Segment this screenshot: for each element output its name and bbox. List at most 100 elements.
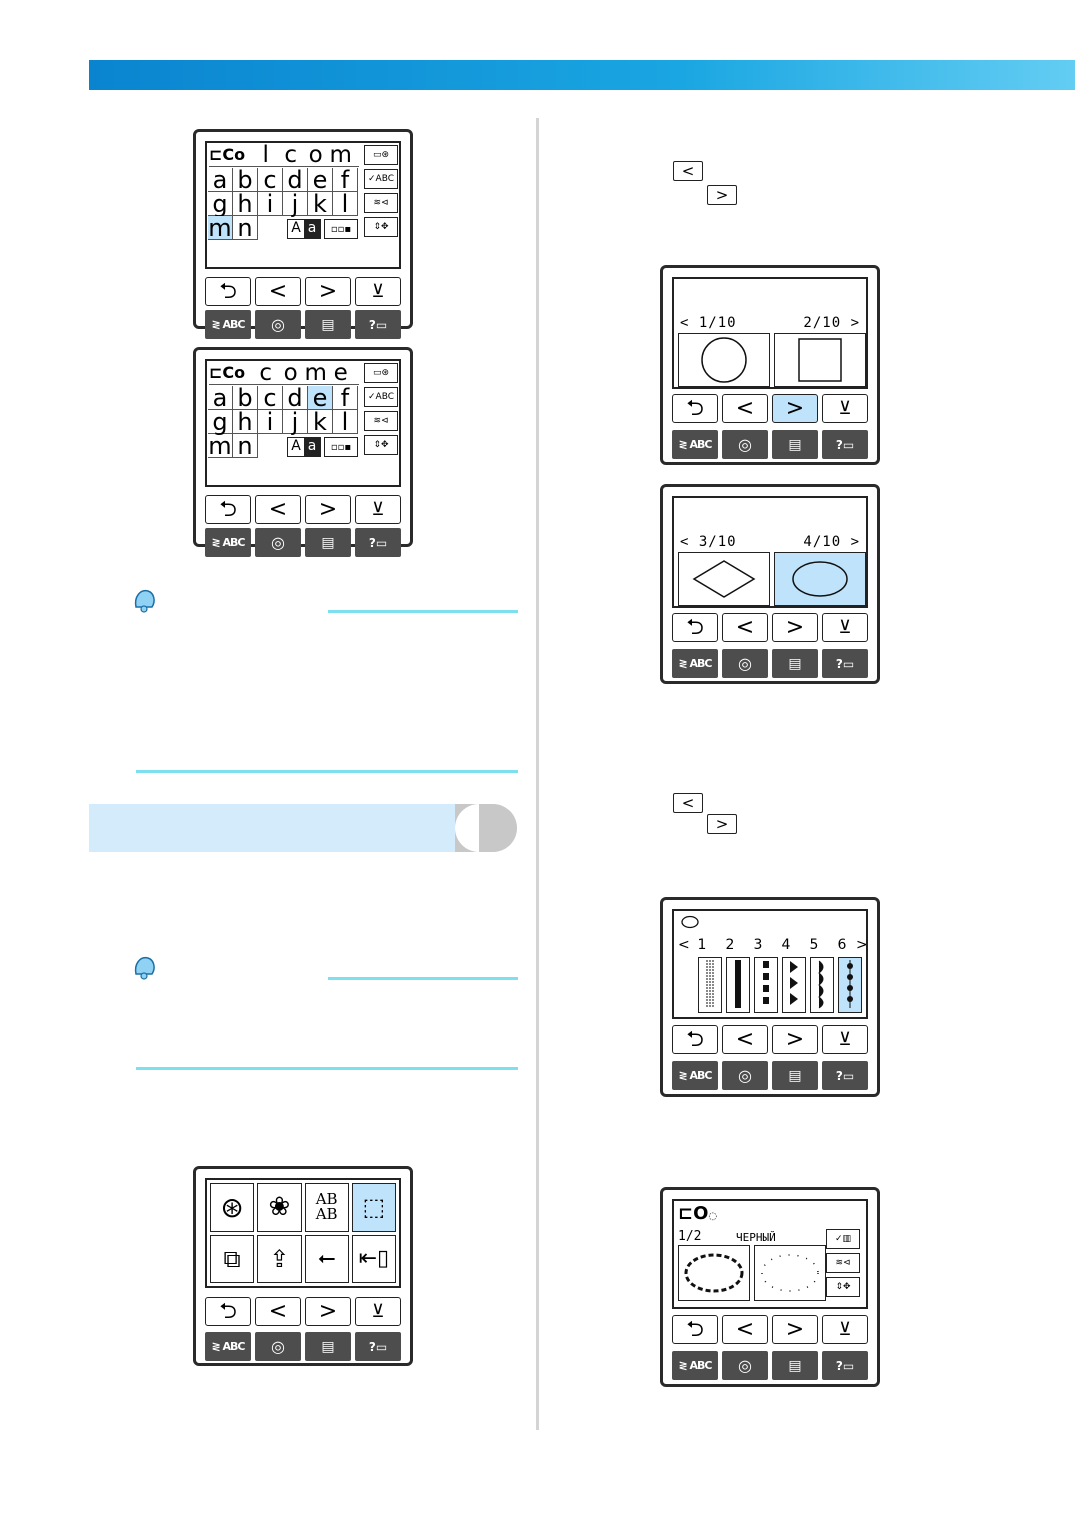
preview-dotted-oval[interactable] (754, 1245, 826, 1301)
frame-pattern-button[interactable]: ⬚ (351, 1183, 396, 1232)
stitch-option-6[interactable] (838, 957, 862, 1013)
embroidery-button[interactable]: ◎ (722, 430, 768, 459)
key-a[interactable]: a (208, 168, 233, 192)
prev-button[interactable]: < (722, 1315, 768, 1344)
case-toggle[interactable]: A a (287, 219, 321, 239)
move-icon[interactable]: ⇕✥ (826, 1277, 860, 1297)
settings-button[interactable]: ▤ (772, 1351, 818, 1380)
embroidery-button[interactable]: ◎ (255, 310, 301, 339)
key-c[interactable]: c (258, 168, 283, 192)
stitch-option-3[interactable] (754, 957, 778, 1013)
key-a[interactable]: a (208, 386, 233, 410)
help-button[interactable]: ?▭ (355, 1332, 401, 1361)
embroidery-button[interactable]: ◎ (722, 1351, 768, 1380)
memory-button[interactable]: ⊻ (355, 277, 401, 306)
floral-pattern-button[interactable]: ❀ (257, 1183, 302, 1232)
key-i[interactable]: i (258, 192, 283, 216)
key-m[interactable]: m (208, 431, 233, 460)
key-j[interactable]: j (283, 192, 308, 216)
abc-check-icon[interactable]: ✓ABC (364, 169, 398, 189)
spacing-key[interactable]: ▫▫▪ (324, 219, 358, 239)
key-l[interactable]: l (333, 192, 358, 216)
next-button[interactable]: > (772, 613, 818, 642)
stitch-abc-button[interactable]: ≷ ABC (205, 310, 251, 339)
card-button[interactable]: ⇤▯ (351, 1234, 396, 1283)
uppercase-key[interactable]: A (291, 220, 301, 236)
key-m[interactable]: m (208, 213, 233, 242)
settings-button[interactable]: ▤ (772, 1061, 818, 1090)
back-button[interactable]: ⮌ (205, 495, 251, 524)
move-icon[interactable]: ⇕✥ (364, 435, 398, 455)
settings-button[interactable]: ▤ (305, 528, 351, 557)
stitch-option-5[interactable] (810, 957, 834, 1013)
stitch-option-2[interactable] (726, 957, 750, 1013)
key-n[interactable]: n (233, 216, 258, 240)
settings-button[interactable]: ▤ (772, 649, 818, 678)
memory-button[interactable]: ⊻ (822, 1315, 868, 1344)
stitch-option-4[interactable] (782, 957, 806, 1013)
key-b[interactable]: b (233, 386, 258, 410)
memory-button[interactable]: ⊻ (355, 495, 401, 524)
key-h[interactable]: h (233, 192, 258, 216)
key-n[interactable]: n (233, 434, 258, 458)
next-button[interactable]: > (305, 495, 351, 524)
prev-button[interactable]: < (722, 1025, 768, 1054)
next-button[interactable]: > (772, 1025, 818, 1054)
key-f[interactable]: f (333, 386, 358, 410)
embroidery-pattern-button[interactable]: ⊛ (210, 1183, 255, 1232)
uppercase-key[interactable]: A (291, 438, 301, 454)
memory-button[interactable]: ⊻ (822, 613, 868, 642)
stitch-abc-button[interactable]: ≷ ABC (672, 1061, 718, 1090)
stitch-thread-icon[interactable]: ≋⊲ (364, 193, 398, 213)
key-l[interactable]: l (333, 410, 358, 434)
memory-pattern-button[interactable]: ⧉ (210, 1234, 255, 1283)
frame-option-square[interactable] (774, 333, 866, 387)
key-b[interactable]: b (233, 168, 258, 192)
memory-button[interactable]: ⊻ (355, 1297, 401, 1326)
prev-button[interactable]: < (255, 277, 301, 306)
prev-button[interactable]: < (255, 1297, 301, 1326)
key-f[interactable]: f (333, 168, 358, 192)
help-button[interactable]: ?▭ (822, 1351, 868, 1380)
embroidery-button[interactable]: ◎ (722, 1061, 768, 1090)
key-d[interactable]: d (283, 386, 308, 410)
embroidery-button[interactable]: ◎ (255, 1332, 301, 1361)
next-button[interactable]: > (305, 1297, 351, 1326)
stitch-abc-button[interactable]: ≷ ABC (205, 1332, 251, 1361)
next-button[interactable]: > (772, 1315, 818, 1344)
stitch-abc-button[interactable]: ≷ ABC (205, 528, 251, 557)
pocket-button[interactable]: ⇪ (257, 1234, 302, 1283)
next-button[interactable]: > (772, 394, 818, 423)
thread-check-icon[interactable]: ✓▥ (826, 1229, 860, 1249)
help-button[interactable]: ?▭ (355, 528, 401, 557)
back-button[interactable]: ⮌ (672, 1315, 718, 1344)
spacing-key[interactable]: ▫▫▪ (324, 437, 358, 457)
key-c[interactable]: c (258, 386, 283, 410)
usb-button[interactable]: ⭠ (304, 1234, 349, 1283)
frame-option-diamond[interactable] (678, 552, 770, 606)
back-button[interactable]: ⮌ (672, 613, 718, 642)
help-button[interactable]: ?▭ (822, 430, 868, 459)
back-button[interactable]: ⮌ (205, 1297, 251, 1326)
back-button[interactable]: ⮌ (205, 277, 251, 306)
prev-button[interactable]: < (722, 613, 768, 642)
help-button[interactable]: ?▭ (355, 310, 401, 339)
frame-shape-icon[interactable]: ▭⊛ (364, 145, 398, 165)
abc-check-icon[interactable]: ✓ABC (364, 387, 398, 407)
move-icon[interactable]: ⇕✥ (364, 217, 398, 237)
frame-option-oval[interactable] (774, 552, 866, 606)
key-k[interactable]: k (308, 410, 333, 434)
key-e[interactable]: e (308, 386, 333, 410)
embroidery-button[interactable]: ◎ (722, 649, 768, 678)
frame-option-circle[interactable] (678, 333, 770, 387)
help-button[interactable]: ?▭ (822, 649, 868, 678)
stitch-abc-button[interactable]: ≷ ABC (672, 1351, 718, 1380)
key-e[interactable]: e (308, 168, 333, 192)
settings-button[interactable]: ▤ (305, 1332, 351, 1361)
stitch-option-1[interactable] (698, 957, 722, 1013)
memory-button[interactable]: ⊻ (822, 1025, 868, 1054)
prev-button[interactable]: < (722, 394, 768, 423)
key-k[interactable]: k (308, 192, 333, 216)
key-j[interactable]: j (283, 410, 308, 434)
lowercase-key[interactable]: a (304, 438, 320, 456)
